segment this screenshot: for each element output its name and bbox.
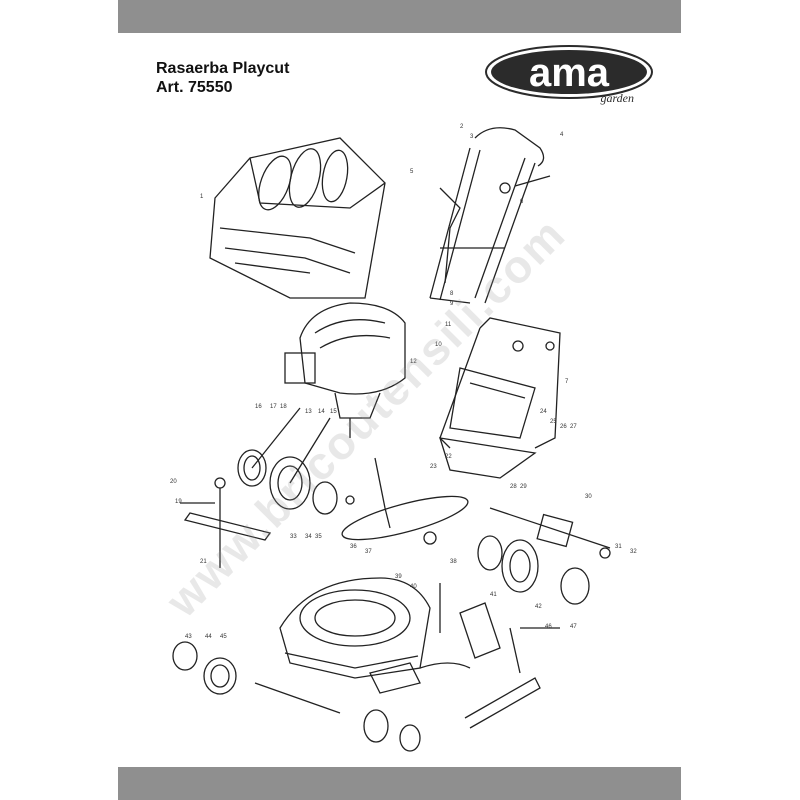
svg-text:15: 15 [330,409,337,415]
svg-text:10: 10 [435,342,442,348]
svg-text:5: 5 [410,169,414,175]
svg-text:45: 45 [220,634,227,640]
drive-belt-drawing [341,457,469,545]
svg-text:43: 43 [185,634,192,640]
bottom-gray-bar [118,767,681,800]
svg-text:29: 29 [520,484,527,490]
front-wheels-drawing [172,641,421,752]
svg-text:12: 12 [410,359,417,365]
svg-text:35: 35 [315,534,322,540]
svg-text:9: 9 [450,301,454,307]
svg-text:44: 44 [205,634,212,640]
blade-drawing [180,477,272,568]
svg-text:42: 42 [535,604,542,610]
engine-drawing [284,302,406,438]
rear-flap-drawing [369,602,560,729]
gearbox-drawing [477,507,611,605]
svg-text:34: 34 [305,534,312,540]
svg-text:25: 25 [550,419,557,425]
logo-sub-text: garden [600,91,634,105]
svg-text:28: 28 [510,484,517,490]
rear-wheels-drawing [237,407,355,515]
svg-text:33: 33 [290,534,297,540]
svg-text:30: 30 [585,494,592,500]
svg-text:18: 18 [280,404,287,410]
svg-text:47: 47 [570,624,577,630]
svg-text:11: 11 [445,322,452,328]
svg-text:7: 7 [565,379,569,385]
svg-text:22: 22 [445,454,452,460]
svg-text:19: 19 [175,499,182,505]
svg-text:17: 17 [270,404,277,410]
svg-text:24: 24 [540,409,547,415]
svg-text:2: 2 [460,124,464,130]
svg-text:36: 36 [350,544,357,550]
svg-text:32: 32 [630,549,637,555]
svg-text:4: 4 [560,132,564,138]
grass-catcher-drawing [209,137,386,299]
svg-text:16: 16 [255,404,262,410]
product-title: Rasaerba Playcut [156,60,290,77]
svg-text:8: 8 [450,291,454,297]
svg-text:20: 20 [170,479,177,485]
svg-text:46: 46 [545,624,552,630]
svg-text:37: 37 [365,549,372,555]
svg-text:40: 40 [410,584,417,590]
svg-text:39: 39 [395,574,402,580]
upper-handle-drawing [429,127,551,304]
article-number: Art. 75550 [156,79,233,96]
svg-text:21: 21 [200,559,207,565]
ama-garden-logo: ama garden [485,45,653,105]
svg-text:38: 38 [450,559,457,565]
svg-text:23: 23 [430,464,437,470]
svg-text:13: 13 [305,409,312,415]
svg-text:1: 1 [200,194,204,200]
svg-text:27: 27 [570,424,577,430]
top-gray-bar [118,0,681,33]
svg-text:14: 14 [318,409,325,415]
svg-text:6: 6 [520,199,524,205]
svg-text:3: 3 [470,134,474,140]
svg-text:41: 41 [490,592,497,598]
svg-text:26: 26 [560,424,567,430]
mower-deck-drawing [279,577,471,679]
logo-brand-text: ama [529,51,610,95]
lower-handle-drawing [439,317,561,479]
svg-text:31: 31 [615,544,622,550]
